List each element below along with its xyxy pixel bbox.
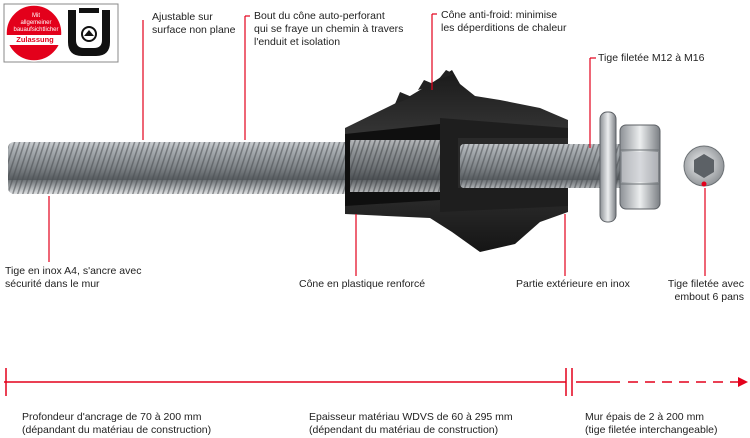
badge-line-2: allgemeiner <box>20 20 52 26</box>
approval-badge <box>3 3 119 63</box>
callout-cone-plastique: Cône en plastique renforcé <box>299 278 426 290</box>
badge-line-3: bauaufsichtlicher <box>13 27 59 33</box>
callout-tige-filetee: Tige filetée M12 à M16 <box>598 52 705 64</box>
callout-bout-cone: Bout du cône auto-perforant qui se fraye… <box>254 10 404 48</box>
badge-line-1: Mit <box>32 13 40 19</box>
callout-partie-exterieure: Partie extérieure en inox <box>516 278 630 290</box>
dimension-epaisseur: Epaisseur matériau WDVS de 60 à 295 mm (… <box>309 411 513 436</box>
washer <box>599 111 617 223</box>
callout-tige-inox: Tige en inox A4, s'ancre avec sécurité d… <box>5 265 142 290</box>
leader-lines <box>48 13 706 276</box>
threaded-rod-right <box>460 144 628 188</box>
callout-embout: Tige filetée avec embout 6 pans <box>667 278 744 303</box>
dimension-profondeur: Profondeur d'ancrage de 70 à 200 mm (dép… <box>22 411 212 436</box>
threaded-rod-left <box>8 142 448 194</box>
callout-ajustable: Ajustable sur surface non plane <box>152 11 236 36</box>
dimension-line <box>4 368 748 396</box>
hex-socket-end <box>683 145 725 187</box>
badge-text-block: Mit allgemeiner bauaufsichtlicher <box>8 13 64 34</box>
badge-ribbon: Zulassung <box>6 35 64 45</box>
callout-anti-froid: Cône anti-froid: minimise les déperditio… <box>441 9 567 34</box>
dimension-mur: Mur épais de 2 à 200 mm (tige filetée in… <box>585 411 718 436</box>
hex-nut <box>619 124 661 210</box>
